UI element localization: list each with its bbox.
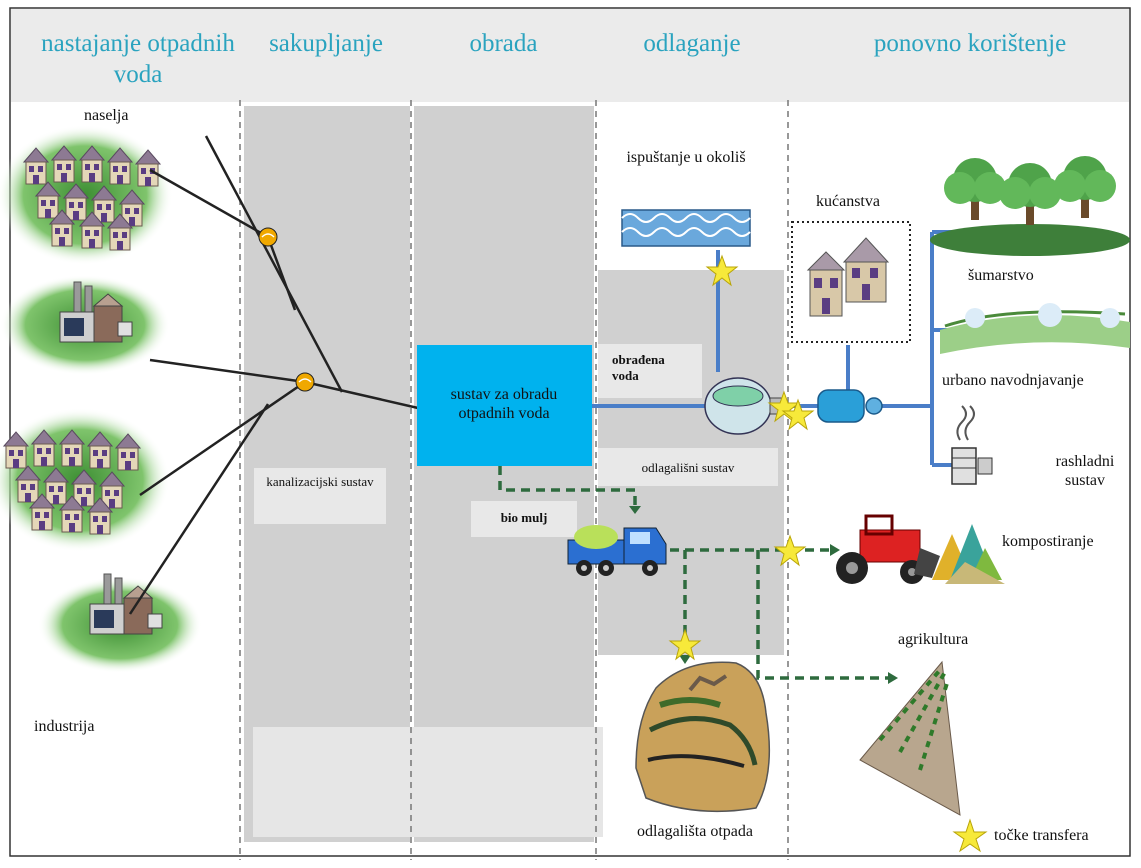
- sludge-truck: [567, 525, 667, 576]
- label-treated-water: obrađena voda: [612, 352, 665, 383]
- legend-star: [952, 818, 988, 853]
- agriculture-field: [859, 660, 961, 816]
- label-treatment-plant: sustav za obradu otpadnih voda: [450, 386, 558, 423]
- header-band: [11, 9, 1129, 102]
- label-urban-irrigation: urbano navodnjavanje: [942, 372, 1084, 389]
- header-generation: nastajanje otpadnih voda: [41, 30, 235, 89]
- star-landfill: [668, 628, 702, 661]
- label-industry: industrija: [34, 718, 95, 735]
- star-outlet-2: [781, 398, 815, 431]
- transfer-point-stars: [668, 254, 988, 853]
- label-disposal-system: odlagališni sustav: [641, 460, 735, 475]
- cooling-tower: [951, 405, 993, 485]
- sludge-flow-lines: [498, 466, 888, 680]
- sludge-arrowheads: [629, 506, 898, 684]
- treated-water-label-bg: [598, 344, 702, 398]
- label-biosludge: bio mulj: [500, 510, 548, 525]
- star-outlet-1: [767, 390, 801, 423]
- urban-irrigation-field: [940, 303, 1130, 354]
- header-reuse: ponovno korištenje: [873, 30, 1067, 57]
- star-release: [705, 254, 739, 287]
- label-landfills: odlagališta otpada: [637, 823, 753, 840]
- label-environment-release: ispuštanje u okoliš: [626, 149, 746, 166]
- header-collection: sakupljanje: [269, 30, 383, 57]
- treatment-plant-box: [417, 345, 592, 466]
- reuse-tank: [817, 389, 865, 423]
- disposal-system-label-bg: [598, 448, 778, 486]
- label-households: kućanstva: [816, 193, 880, 210]
- sewer-pipes: [128, 135, 419, 615]
- header-disposal: odlaganje: [643, 30, 741, 57]
- label-sewer-system: kanalizacijski sustav: [266, 474, 374, 489]
- pump-icons: [258, 227, 315, 392]
- treatment-column: [414, 106, 594, 842]
- diagram-frame: [9, 7, 1131, 857]
- bottom-gray-panel: [253, 727, 603, 837]
- compost-piles: [932, 524, 1005, 584]
- biosludge-label-bg: [471, 501, 577, 537]
- forestry-trees: [930, 156, 1130, 256]
- column-separators: [239, 100, 789, 860]
- label-settlements: naselja: [84, 107, 129, 124]
- sewer-label-bg: [254, 468, 386, 524]
- star-compost: [773, 534, 807, 567]
- landfill-mound: [635, 661, 771, 813]
- label-agriculture: agrikultura: [898, 631, 969, 648]
- households-houses: [806, 237, 890, 317]
- label-cooling-system: rashladni sustav: [1055, 453, 1115, 490]
- header-treatment: obrada: [469, 30, 538, 57]
- label-composting: kompostiranje: [1002, 533, 1094, 550]
- tractor: [836, 514, 940, 584]
- label-forestry: šumarstvo: [968, 267, 1034, 284]
- legend-transfer-points: točke transfera: [994, 827, 1089, 844]
